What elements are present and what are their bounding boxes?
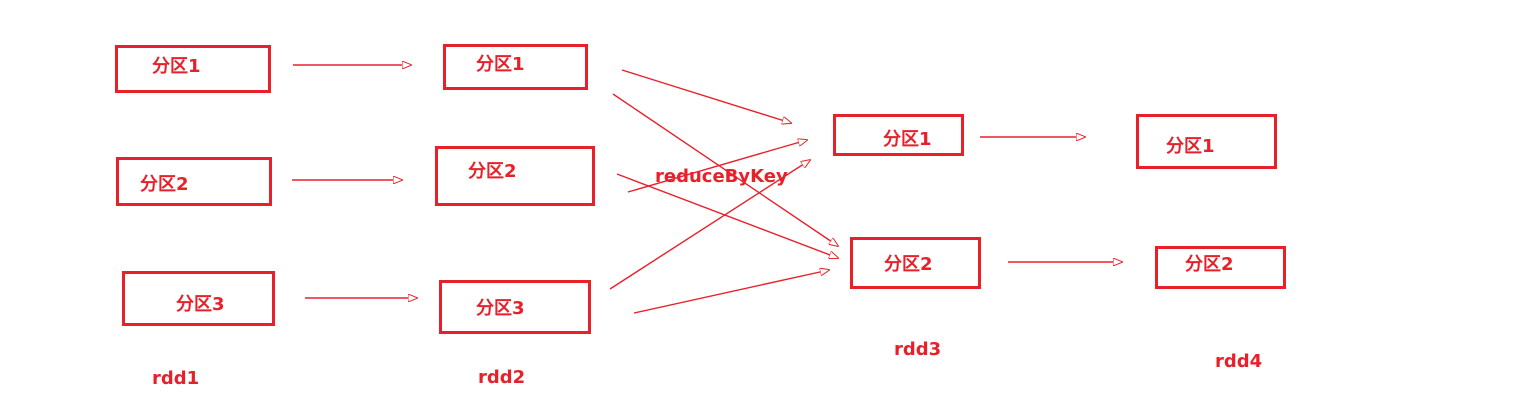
rdd2-partition-1-label: 分区1 [476,54,525,75]
rdd3-partition-1 [833,114,964,156]
arrow-rdd2-p3-to-rdd3-p2 [633,270,829,314]
rdd1-partition-1 [115,45,271,93]
rdd2-partition-3 [439,280,591,334]
rdd3-partition-1-label: 分区1 [883,129,932,150]
rdd4-label: rdd4 [1215,351,1263,372]
arrow-rdd2-p2-to-rdd3-p2 [616,173,838,258]
rdd2-partition-2 [435,146,595,206]
rdd2-partition-3-label: 分区3 [476,298,525,319]
rdd4-partition-2 [1155,246,1286,289]
rdd4-partition-1 [1136,114,1277,169]
rdd1-partition-3-label: 分区3 [176,294,225,315]
rdd2-partition-2-label: 分区2 [468,161,517,182]
rdd1-partition-2-label: 分区2 [140,174,189,195]
arrow-rdd2-p1-to-rdd3-p1 [621,69,791,123]
rdd1-partition-3 [122,271,275,326]
arrow-rdd2-p2-to-rdd3-p1 [627,140,807,193]
arrow-rdd2-p1-to-rdd3-p2 [612,93,838,246]
rdd2-label: rdd2 [478,367,526,388]
rdd1-label: rdd1 [152,368,200,389]
rdd2-partition-1 [443,44,588,90]
operation-label: reduceByKey [655,166,788,187]
arrow-rdd2-p3-to-rdd3-p1 [609,160,810,290]
rdd4-partition-1-label: 分区1 [1166,136,1215,157]
rdd3-partition-2 [850,237,981,289]
rdd4-partition-2-label: 分区2 [1185,254,1234,275]
rdd3-partition-2-label: 分区2 [884,254,933,275]
rdd1-partition-2 [116,157,272,206]
rdd1-partition-1-label: 分区1 [152,56,201,77]
rdd3-label: rdd3 [894,339,942,360]
